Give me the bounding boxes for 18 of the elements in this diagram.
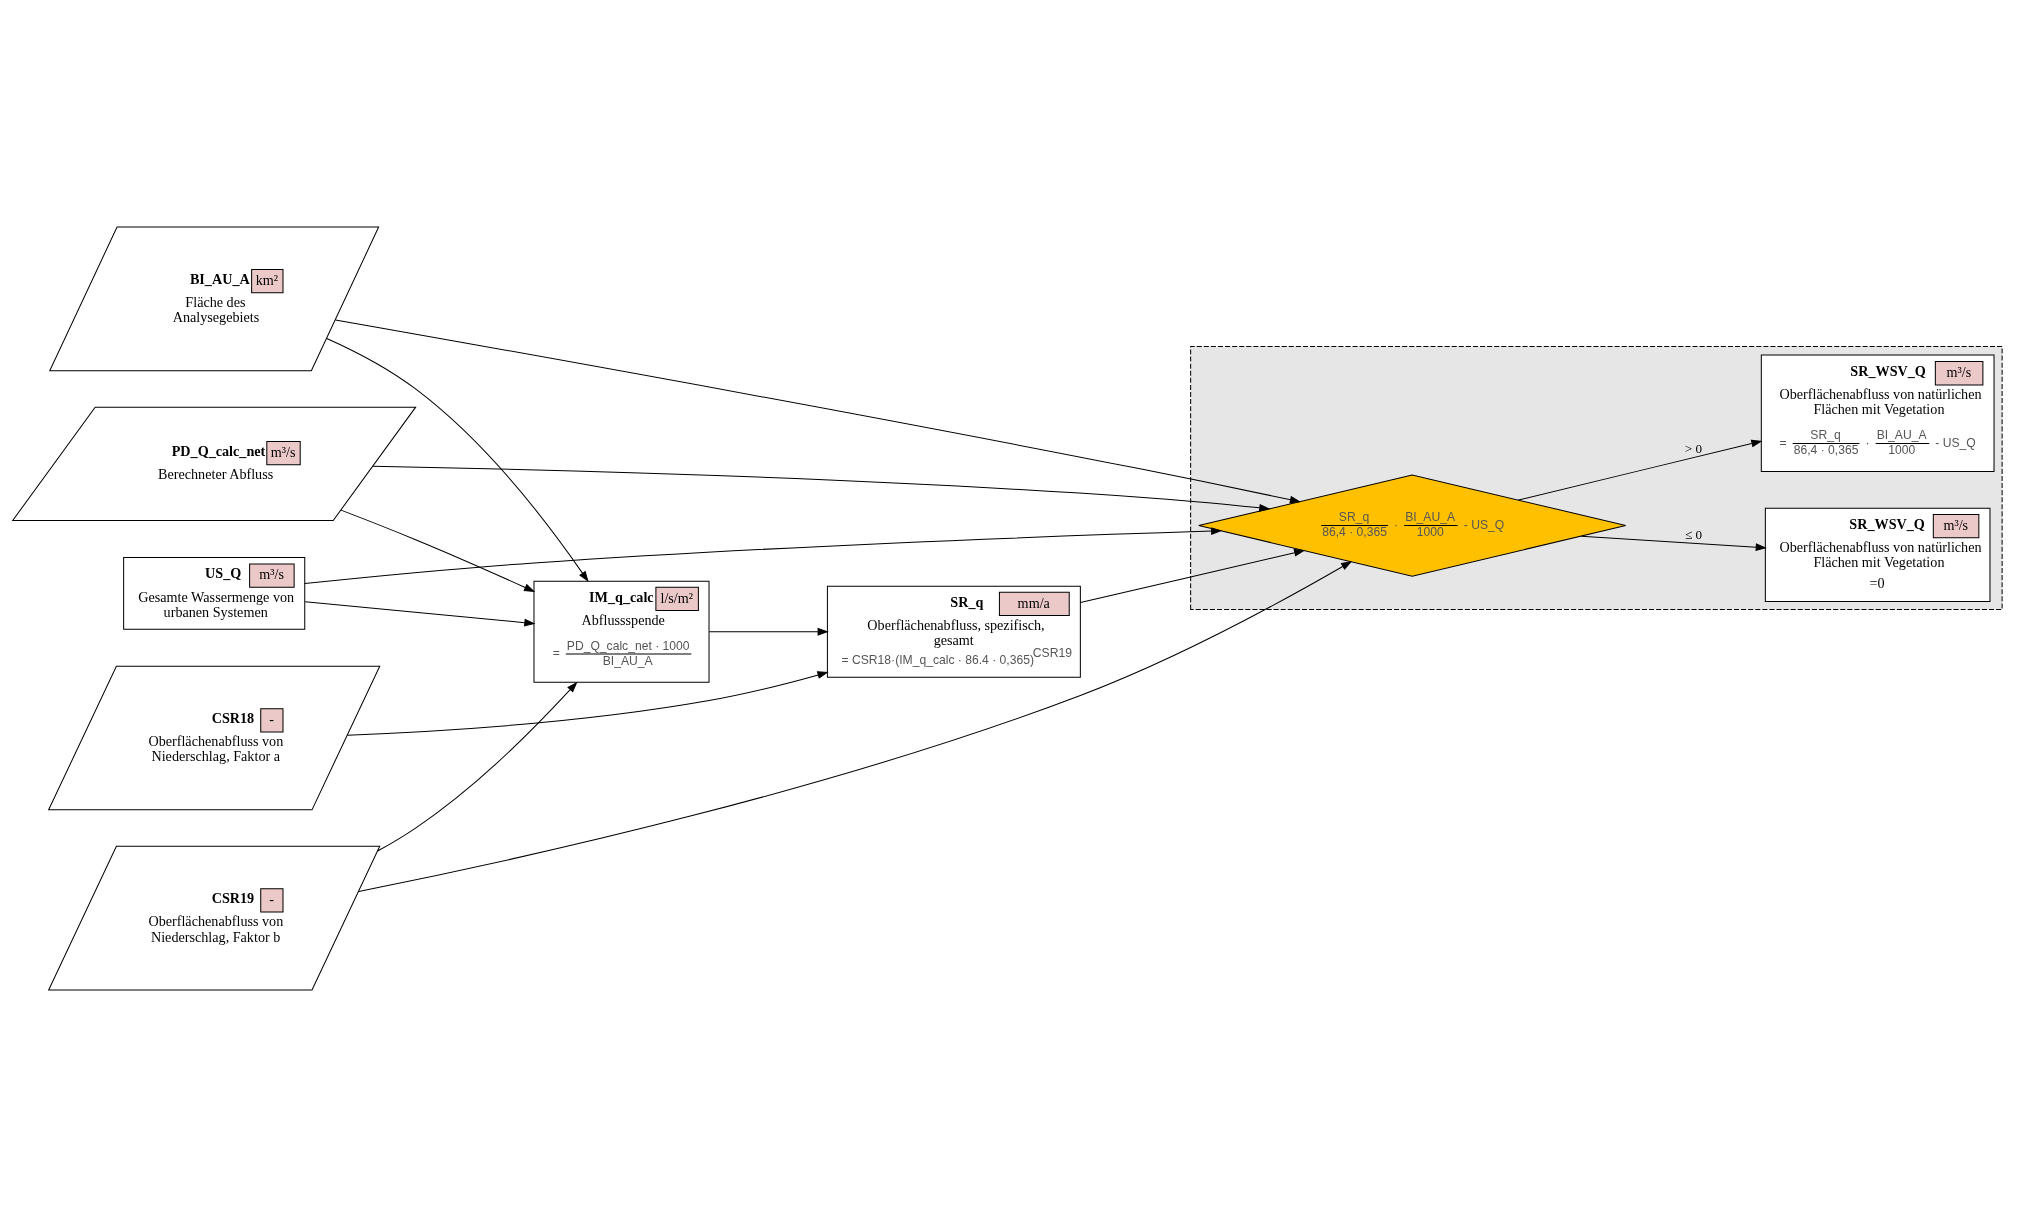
- arrow: [1517, 439, 1763, 501]
- arrow: [335, 319, 1302, 504]
- arrow: [377, 681, 578, 852]
- arrow: [1580, 535, 1767, 552]
- arrow: [358, 560, 1353, 892]
- cluster: [1190, 345, 2003, 610]
- arrow: [304, 527, 1223, 585]
- arrow: [346, 671, 829, 736]
- arrow: [326, 337, 589, 583]
- arrow: [304, 601, 536, 627]
- node-box: SR_WSV_Q m³/s Oberflächenabfluss von natürlichen Flächen mit Vegetation =0: [1764, 507, 1991, 602]
- arrow: [372, 465, 1271, 512]
- node-box: US_Q m³/s Gesamte Wassermenge von urbanen Systemen: [123, 556, 306, 630]
- arrow: [340, 509, 536, 593]
- edge-label: > 0: [1684, 441, 1703, 457]
- arrow: [708, 627, 829, 636]
- edge-label: ≤ 0: [1684, 527, 1703, 543]
- arrow: [1080, 548, 1306, 604]
